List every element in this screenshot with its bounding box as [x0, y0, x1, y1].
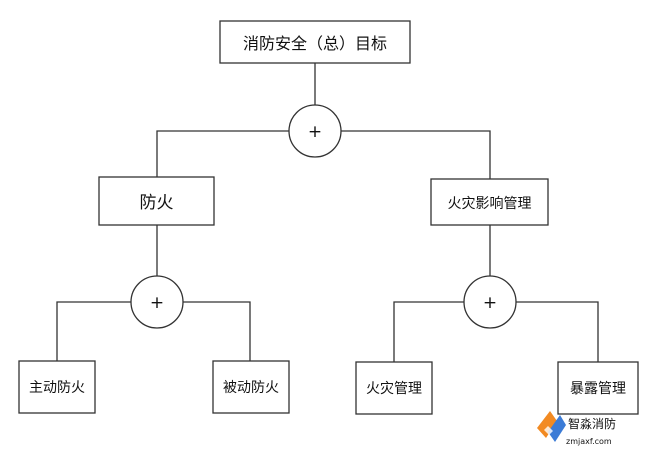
fire-management-node: 火灾管理 — [355, 361, 433, 415]
connectors — [56, 63, 599, 362]
active-fire-prevention-label: 主动防火 — [29, 380, 85, 396]
active-fire-prevention-node: 主动防火 — [18, 360, 96, 414]
fire-management-label: 火灾管理 — [366, 380, 422, 397]
brand-icon — [537, 411, 566, 442]
fire-impact-management-label: 火灾影响管理 — [448, 195, 532, 212]
connector-top-gate-to-fire-impact-management — [341, 130, 491, 179]
top-or-gate: + — [288, 104, 342, 158]
exposure-management-node: 暴露管理 — [557, 361, 639, 415]
root-node-label: 消防安全（总）目标 — [243, 34, 387, 53]
exposure-management-label: 暴露管理 — [570, 381, 626, 397]
passive-fire-prevention-label: 被动防火 — [223, 380, 279, 396]
right-or-gate-symbol: + — [483, 293, 497, 313]
fire-prevention-label: 防火 — [140, 193, 174, 213]
watermark-logo: 智淼消防 zmjaxf.com — [537, 411, 616, 446]
connector-top-gate-to-fire-prevention — [156, 130, 289, 177]
connector-right-gate-to-exposure-management — [516, 301, 599, 362]
connector-left-gate-to-passive-fire-prevention — [183, 301, 251, 361]
connector-left-gate-to-active-fire-prevention — [56, 301, 131, 361]
brand-url: zmjaxf.com — [566, 437, 612, 446]
left-or-gate-symbol: + — [150, 293, 164, 313]
top-or-gate-symbol: + — [308, 122, 322, 142]
passive-fire-prevention-node: 被动防火 — [212, 360, 290, 414]
fire-impact-management-node: 火灾影响管理 — [430, 178, 549, 226]
root-node: 消防安全（总）目标 — [219, 20, 411, 64]
fire-prevention-node: 防火 — [98, 176, 215, 226]
connector-right-gate-to-fire-management — [393, 301, 464, 362]
right-or-gate: + — [463, 275, 517, 329]
left-or-gate: + — [130, 275, 184, 329]
brand-name: 智淼消防 — [568, 416, 616, 431]
